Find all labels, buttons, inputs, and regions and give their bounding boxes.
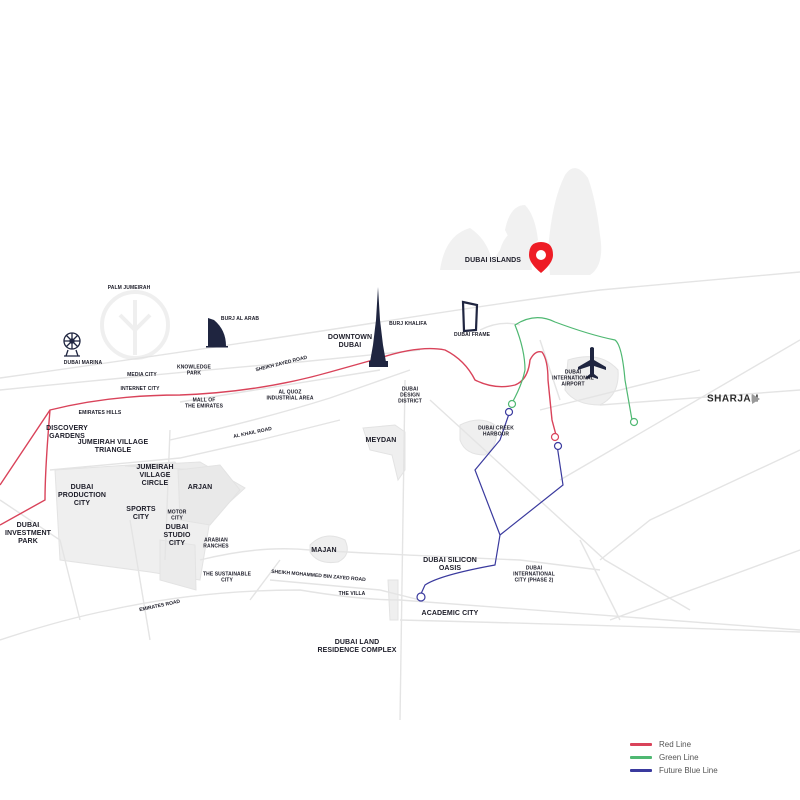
- red-line-branch: [0, 409, 51, 526]
- academic-city-label: ACADEMIC CITY: [421, 609, 479, 617]
- dubai-production-city-label: DUBAI PRODUCTION CITY: [57, 483, 107, 508]
- majan-label: MAJAN: [311, 546, 337, 554]
- dubai-studio-city-label: DUBAI STUDIO CITY: [163, 523, 191, 548]
- road-network: [0, 271, 800, 721]
- blue-line-swatch: [630, 768, 652, 772]
- arabian-ranches-label: ARABIAN RANCHES: [203, 537, 229, 549]
- arjan-label: ARJAN: [187, 483, 213, 491]
- dubai-creek-harbour-label: DUBAI CREEK HARBOUR: [478, 425, 514, 437]
- legend-item-blue-line: Future Blue Line: [630, 764, 718, 776]
- dubai-frame-label: DUBAI FRAME: [453, 332, 491, 339]
- green-line-swatch: [630, 755, 652, 759]
- blue-metro-line-branch: [499, 444, 564, 536]
- legend-item-green-line: Green Line: [630, 751, 718, 763]
- legend-label: Future Blue Line: [659, 765, 718, 775]
- dubai-marina-label: DUBAI MARINA: [63, 360, 103, 367]
- ferris-wheel-icon: [63, 332, 81, 357]
- discovery-gardens-label: DISCOVERY GARDENS: [46, 424, 88, 440]
- district-fills: [54, 356, 619, 621]
- jvt-label: JUMEIRAH VILLAGE TRIANGLE: [77, 438, 149, 454]
- mall-of-the-emirates-label: MALL OF THE EMIRATES: [184, 397, 224, 409]
- dubai-frame-icon: [461, 300, 479, 333]
- international-city-phase2-label: DUBAI INTERNATIONAL CITY (PHASE 2): [513, 565, 555, 583]
- dubai-islands-landmass: [440, 168, 602, 275]
- burj-khalifa-label: BURJ KHALIFA: [389, 321, 427, 328]
- palm-jumeirah-shape: [100, 290, 170, 360]
- knowledge-park-label: KNOWLEDGE PARK: [177, 364, 211, 376]
- burj-al-arab-icon: [206, 318, 228, 348]
- downtown-dubai-label: DOWNTOWN DUBAI: [327, 333, 373, 349]
- dubai-investment-park-label: DUBAI INVESTMENT PARK: [4, 521, 52, 546]
- dubai-land-residence-complex-label: DUBAI LAND RESIDENCE COMPLEX: [317, 638, 397, 654]
- burj-al-arab-label: BURJ AL ARAB: [220, 316, 260, 323]
- dubai-design-district-label: DUBAI DESIGN DISTRICT: [398, 386, 422, 404]
- burj-khalifa-icon: [369, 287, 388, 367]
- arrow-right-icon: [752, 394, 760, 404]
- meydan-label: MEYDAN: [365, 436, 397, 444]
- dubai-silicon-oasis-label: DUBAI SILICON OASIS: [423, 556, 477, 572]
- legend-item-red-line: Red Line: [630, 738, 718, 750]
- airplane-icon: [578, 347, 606, 379]
- red-metro-line: [0, 347, 557, 486]
- legend-label: Green Line: [659, 752, 699, 762]
- green-metro-line: [511, 317, 633, 421]
- media-city-label: MEDIA CITY: [127, 372, 157, 379]
- sharjah-label: SHARJAH: [707, 393, 759, 405]
- blue-metro-line: [419, 410, 511, 597]
- the-villa-label: THE VILLA: [338, 591, 366, 598]
- emirates-hills-label: EMIRATES HILLS: [78, 410, 122, 417]
- internet-city-label: INTERNET CITY: [120, 386, 160, 393]
- dubai-islands-label: DUBAI ISLANDS: [464, 256, 522, 264]
- jvc-label: JUMEIRAH VILLAGE CIRCLE: [136, 463, 174, 488]
- al-quoz-label: AL QUOZ INDUSTRIAL AREA: [266, 389, 314, 401]
- motor-city-label: MOTOR CITY: [167, 509, 187, 521]
- sports-city-label: SPORTS CITY: [126, 505, 156, 521]
- palm-jumeirah-label: PALM JUMEIRAH: [107, 285, 151, 292]
- sustainable-city-label: THE SUSTAINABLE CITY: [202, 571, 252, 583]
- map-legend: Red Line Green Line Future Blue Line: [630, 738, 718, 777]
- legend-label: Red Line: [659, 739, 692, 749]
- red-line-swatch: [630, 742, 652, 746]
- map-pin-icon[interactable]: [529, 242, 553, 273]
- metro-stations: [416, 399, 639, 602]
- dubai-airport-label: DUBAI INTERNATIONAL AIRPORT: [552, 369, 594, 387]
